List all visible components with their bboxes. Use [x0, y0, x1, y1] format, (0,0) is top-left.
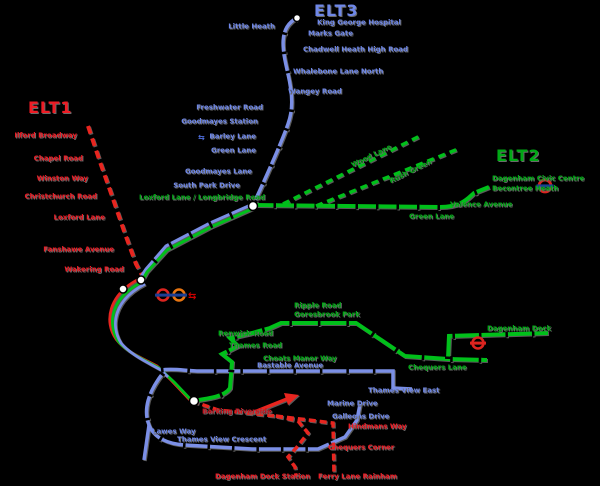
elt2-line-east [252, 185, 490, 210]
station-label: Hindmans Way [348, 422, 407, 431]
interchange-circle [136, 275, 146, 285]
station-label: Little Heath [228, 22, 275, 31]
station-label: Christchurch Road [24, 192, 97, 201]
interchange-circle [292, 13, 302, 23]
station-label: Bastable Avenue [257, 361, 324, 370]
station-label: Marine Drive [327, 399, 378, 408]
route-arrow-icon [284, 393, 299, 405]
underground-roundel-icon [536, 178, 554, 194]
station-label: Choats Manor Way [263, 354, 337, 363]
underground-roundel-icon [155, 288, 171, 302]
elt1-line-northwest [86, 125, 145, 278]
national-rail-icon: ⇆ [188, 291, 196, 302]
station-label: Wood Lane [350, 142, 393, 170]
station-label: Goodmayes Lane [184, 167, 252, 176]
station-label: Wangey Road [288, 87, 342, 96]
route-title: ELT2 [496, 146, 541, 165]
station-label: Chequers Corner [328, 443, 395, 452]
station-label: Chadwell Heath High Road [303, 45, 409, 54]
corridor-south-blue [114, 282, 169, 378]
elt3-line-riverside-loop-ticks [143, 371, 347, 452]
station-label: Becontree Heath [492, 184, 559, 193]
station-label: Dagenham Dock [487, 324, 552, 333]
barking-interchange-icons: ⇆ [155, 288, 196, 302]
station-label: Rush Green [388, 157, 433, 186]
station-label: Marks Gate [308, 29, 353, 38]
station-label: Loxford Lane / Longbridge Road [139, 193, 266, 202]
station-label: Ilford Broadway [14, 131, 77, 140]
station-label: Thames View Crescent [177, 435, 267, 444]
elt1-line-south [191, 399, 277, 418]
station-label: Dagenham Dock Station [215, 472, 311, 481]
elt1-branch-east [275, 414, 336, 476]
route-title: ELT3 [314, 1, 359, 20]
station-label: Barley Lane [209, 132, 256, 141]
elt3-line-north [251, 16, 298, 206]
interchange-circle [188, 395, 200, 407]
interchange-circle [247, 200, 259, 212]
station-label: Chapel Road [33, 154, 83, 163]
elt1-arrow-stub [251, 397, 288, 415]
station-label: Thames Road [229, 341, 283, 350]
elt2-branch-diagonal-1 [282, 134, 421, 206]
station-label: Galleons Drive [332, 412, 390, 421]
elt2-branch-dagenham-dock [446, 331, 549, 360]
station-label: Wakering Road [64, 265, 124, 274]
station-label: Chequers Lane [408, 363, 467, 372]
elt3-line-southwest-exit [142, 424, 151, 461]
station-label: Whalebone Lane North [293, 67, 384, 76]
station-label: Freshwater Road [196, 103, 263, 112]
station-label: Winston Way [36, 174, 88, 183]
rail-roundel-icon [470, 336, 486, 350]
elt3-line-thamesview [160, 367, 413, 391]
elt2-line-south-loop-ticks [191, 320, 488, 404]
station-label: Thames View East [368, 386, 440, 395]
elt2-branch-diagonal-2 [315, 147, 459, 208]
station-label: Green Lane [409, 212, 455, 221]
shared-line-diagonal-green [140, 206, 255, 282]
station-label: South Park Drive [173, 181, 240, 190]
station-label: Dagenham Civic Centre [492, 174, 585, 183]
route-title: ELT1 [28, 98, 73, 117]
station-label: Barking Riverside [202, 407, 272, 416]
station-label: King George Hospital [317, 18, 401, 27]
station-label: Ferry Lane Rainham [318, 472, 397, 481]
elt1-line-zigzag [275, 414, 311, 477]
station-label: Goodmayes Station [181, 117, 258, 126]
interchange-stations [118, 13, 302, 407]
station-label: Fanshawe Avenue [43, 245, 114, 254]
station-label: Renwick Road [218, 329, 274, 338]
station-label: Ripple Road [294, 301, 342, 310]
interchange-circle [118, 284, 128, 294]
station-label: Green Lane [210, 146, 256, 155]
station-label: Goresbrook Park [294, 310, 360, 319]
station-label: Loxford Lane [53, 213, 105, 222]
interchange-arrows-icon: ⇆ [198, 133, 205, 142]
overground-roundel-icon [171, 288, 187, 302]
station-label: Valence Avenue [450, 200, 513, 209]
station-label: Lawes Way [152, 427, 196, 436]
shared-line-diagonal-blue [138, 202, 254, 279]
